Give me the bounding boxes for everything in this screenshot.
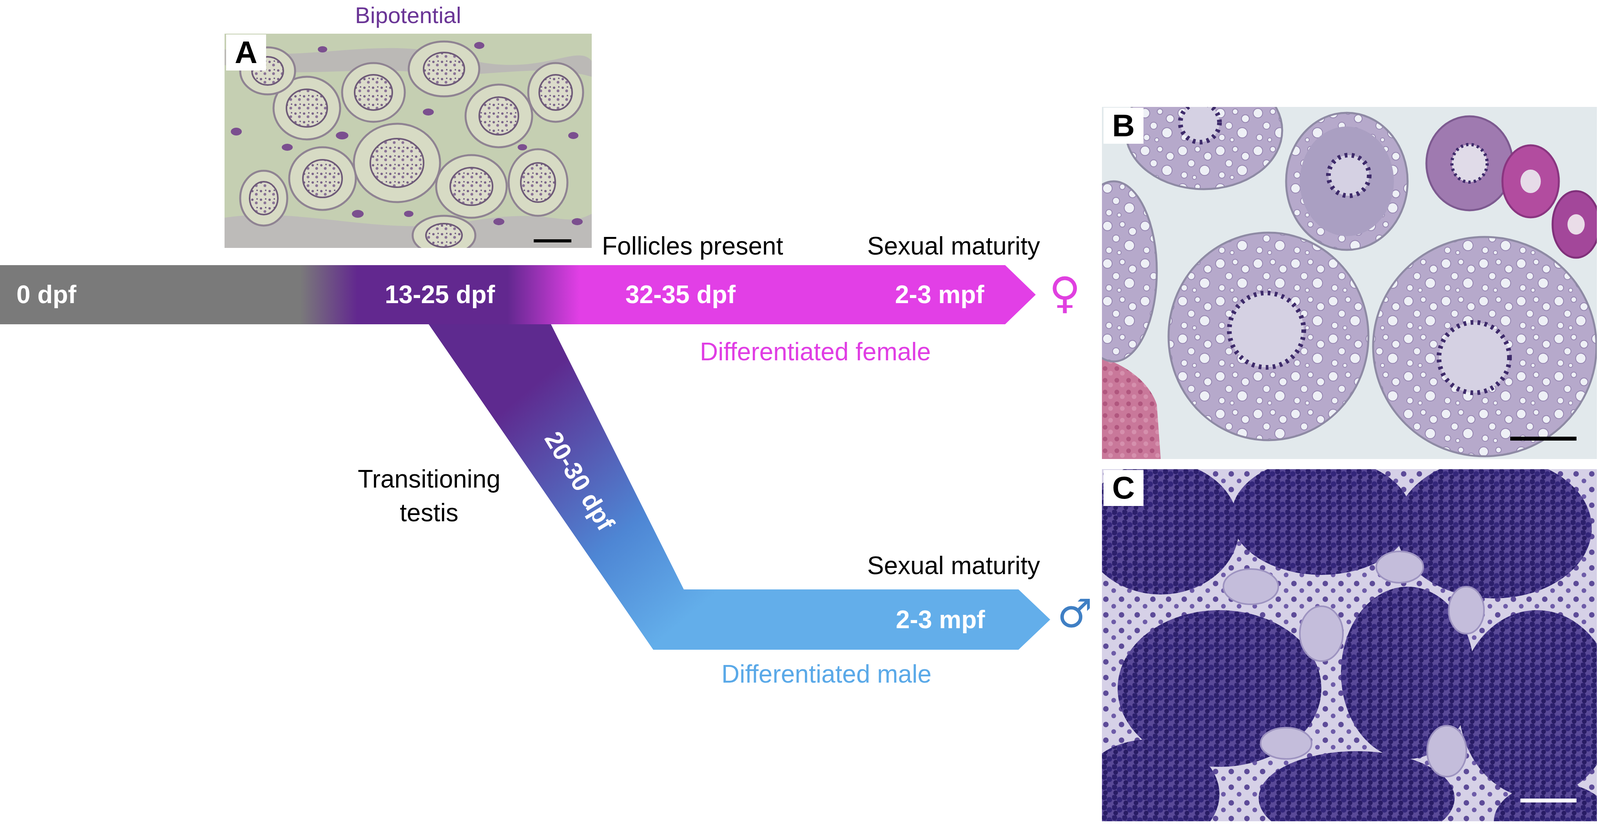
timeline-arrow: 0 dpf 13-25 dpf 32-35 dpf 2-3 mpf (0, 265, 1036, 325)
time-point: 2-3 mpf (895, 589, 986, 651)
time-point: 2-3 mpf (895, 265, 985, 325)
stage-note: Sexual maturity (867, 231, 1041, 261)
sex-symbol: ♂ (1057, 592, 1093, 636)
micrograph-panel: C (1101, 469, 1597, 822)
micrograph-panel: BipotentialA (224, 33, 592, 249)
time-point: 0 dpf (16, 265, 77, 325)
branch-label: Differentiated female (699, 337, 931, 367)
panel-letter: A (226, 34, 267, 71)
time-point: 13-25 dpf (384, 265, 495, 325)
stage-note: Follicles present (601, 231, 783, 261)
panel-heading: Bipotential (355, 1, 462, 29)
time-point: 32-35 dpf (625, 265, 736, 325)
branch-arrow: 20-30 dpf2-3 mpf (428, 324, 1051, 651)
sex-symbol: ♀ (1049, 269, 1081, 318)
branch-label: Differentiated male (721, 660, 932, 690)
branch-arrow-shape (428, 324, 1051, 651)
stage-note: Sexual maturity (867, 551, 1041, 581)
timeline-arrow-shape (0, 265, 1036, 325)
panel-letter: B (1103, 107, 1144, 144)
micrograph-panel: B (1101, 106, 1597, 460)
panel-letter: C (1103, 470, 1144, 507)
stage-note: Transitioning testis (344, 462, 514, 531)
